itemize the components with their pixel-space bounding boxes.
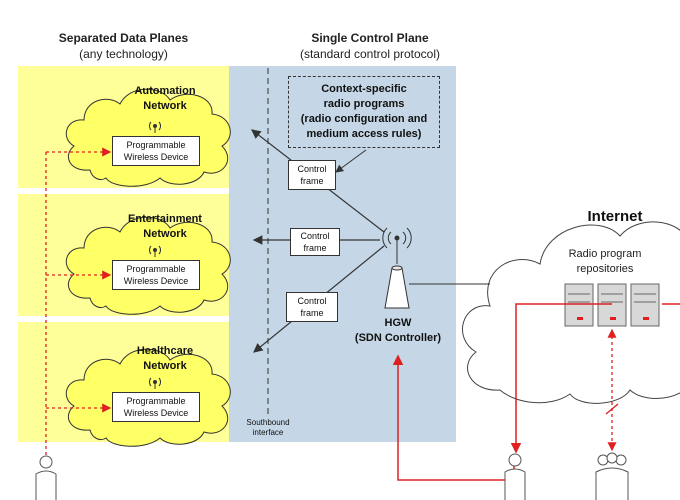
- red-dashed-links: [45, 147, 112, 455]
- hgw-label: HGW (SDN Controller): [354, 317, 442, 344]
- control-frame-top: Control frame: [288, 160, 336, 190]
- person-group-icon: [595, 452, 629, 500]
- server-stack: [564, 283, 660, 327]
- entertainment-network-label: Entertainment Network: [128, 213, 202, 240]
- control-plane-title: Single Control Plane: [311, 31, 429, 45]
- control-plane-header: Single Control Plane (standard control p…: [270, 30, 470, 62]
- internet-title: Internet: [587, 208, 643, 225]
- healthcare-network-label: Healthcare Network: [136, 345, 194, 372]
- wireless-icon-entertainment: [149, 245, 161, 257]
- wireless-icon-automation: [149, 121, 161, 133]
- southbound-label: Southbound interface: [246, 418, 290, 437]
- data-planes-subtitle: (any technology): [79, 47, 168, 61]
- red-link-repo: [510, 303, 612, 454]
- control-frame-bottom: Control frame: [286, 292, 338, 322]
- hgw-router-icon: [382, 227, 412, 309]
- control-plane-subtitle: (standard control protocol): [299, 47, 441, 61]
- person-icon-left: [35, 455, 57, 500]
- device-box-automation: Programmable Wireless Device: [112, 136, 200, 166]
- pointer-radio-programs: [335, 149, 367, 173]
- radio-programs-box: Context-specific radio programs (radio c…: [288, 76, 440, 148]
- device-box-entertainment: Programmable Wireless Device: [112, 260, 200, 290]
- person-icon-middle: [504, 453, 526, 500]
- control-plane-zone: [229, 66, 456, 442]
- data-planes-header: Separated Data Planes (any technology): [18, 30, 229, 62]
- wireless-icon-healthcare: [149, 377, 161, 389]
- repositories-label: Radio program repositories: [568, 248, 642, 275]
- device-box-healthcare: Programmable Wireless Device: [112, 392, 200, 422]
- server-icon: [630, 283, 660, 327]
- data-planes-title: Separated Data Planes: [58, 31, 189, 45]
- automation-network-label: Automation Network: [134, 85, 196, 112]
- control-frame-middle: Control frame: [290, 228, 340, 256]
